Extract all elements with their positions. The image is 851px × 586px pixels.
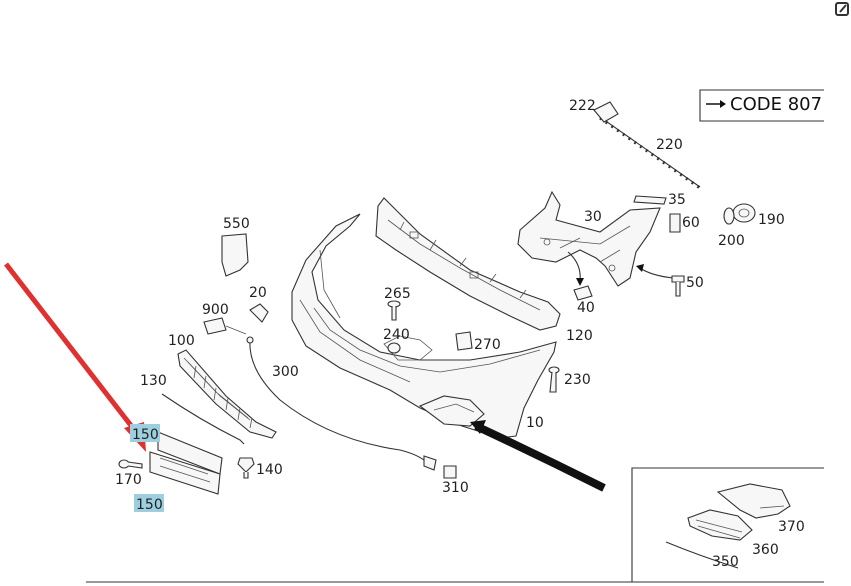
part-35 [633, 195, 667, 205]
label-270: 270 [474, 337, 501, 353]
label-310: 310 [442, 480, 469, 496]
part-20 [249, 303, 269, 323]
label-200: 200 [718, 233, 745, 249]
label-60: 60 [682, 215, 700, 231]
label-150-top: 150 [132, 427, 159, 443]
label-900: 900 [202, 302, 229, 318]
label-40: 40 [577, 300, 595, 316]
label-130: 130 [140, 373, 167, 389]
part-150-plate [149, 431, 223, 495]
label-550: 550 [223, 216, 250, 232]
highlight-150-bottom [134, 494, 164, 512]
label-120: 120 [566, 328, 593, 344]
label-150-bottom: 150 [136, 497, 163, 513]
inset-panel [631, 467, 824, 582]
label-100: 100 [168, 333, 195, 349]
arrow-50 [639, 267, 675, 279]
part-900 [203, 317, 227, 335]
edit-icon[interactable] [835, 2, 849, 16]
label-30: 30 [584, 209, 602, 225]
label-10: 10 [526, 415, 544, 431]
part-270 [455, 331, 473, 351]
label-190: 190 [758, 212, 785, 228]
part-130-strip [161, 393, 245, 445]
part-10-bumper-cover [291, 213, 557, 439]
label-35: 35 [668, 192, 686, 208]
red-arrow [4, 262, 138, 434]
label-265: 265 [384, 286, 411, 302]
label-220: 220 [656, 137, 683, 153]
part-30-bracket [517, 190, 661, 287]
part-120-crossmember [375, 197, 561, 331]
label-240: 240 [383, 327, 410, 343]
part-300-wiring [249, 339, 433, 469]
label-222: 222 [569, 98, 596, 114]
part-550 [221, 233, 249, 277]
label-350: 350 [712, 554, 739, 570]
part-310 [443, 465, 457, 479]
part-50 [671, 275, 685, 297]
code-label: CODE 807 [730, 94, 822, 115]
label-170: 170 [115, 472, 142, 488]
arrow-40 [567, 251, 581, 283]
part-40 [573, 285, 593, 301]
label-230: 230 [564, 372, 591, 388]
part-60 [669, 213, 681, 233]
label-360: 360 [752, 542, 779, 558]
part-100-grille [177, 349, 277, 439]
label-370: 370 [778, 519, 805, 535]
part-240-nut [387, 342, 401, 354]
part-140-clip [237, 457, 255, 479]
part-230-screw [548, 366, 560, 393]
arrow-10 [474, 422, 606, 492]
label-20: 20 [249, 285, 267, 301]
label-300: 300 [272, 364, 299, 380]
part-190-sensor [732, 203, 756, 223]
part-170-screw [118, 459, 143, 469]
label-50: 50 [686, 275, 704, 291]
code-box: CODE 807 [699, 89, 824, 122]
part-220-strip [593, 101, 701, 190]
label-140: 140 [256, 462, 283, 478]
part-200-ring [723, 207, 735, 225]
part-265-screw [387, 300, 401, 321]
highlight-150-top [130, 424, 160, 442]
